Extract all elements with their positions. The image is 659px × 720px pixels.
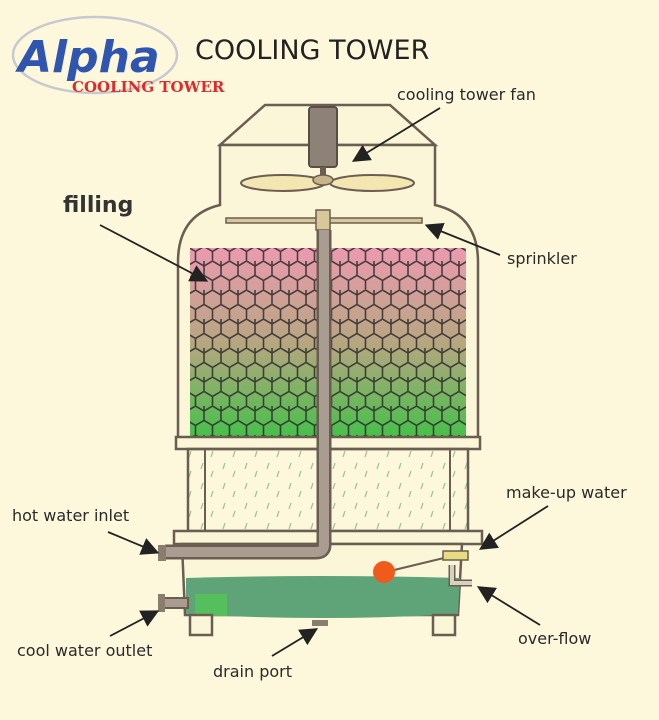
labels: cooling tower fan filling sprinkler make… [12,85,627,681]
water-basin [186,576,460,618]
drain-port [312,620,328,626]
alpha-logo: Alpha COOLING TOWER [11,15,225,96]
label-overflow: over-flow [518,629,591,648]
label-drain-port: drain port [213,662,292,681]
float-ball [373,561,395,583]
logo-subtitle: COOLING TOWER [72,78,225,96]
logo-brand: Alpha [15,32,160,83]
label-fan: cooling tower fan [397,85,536,104]
page-title: COOLING TOWER [195,35,429,66]
fan-blades [240,174,415,192]
label-makeup-water: make-up water [506,483,627,502]
label-cool-water-outlet: cool water outlet [17,641,152,660]
tower-structure [158,103,484,637]
label-sprinkler: sprinkler [507,249,577,268]
fan-motor [308,106,338,168]
label-filling: filling [63,193,133,218]
label-hot-water-inlet: hot water inlet [12,506,129,525]
